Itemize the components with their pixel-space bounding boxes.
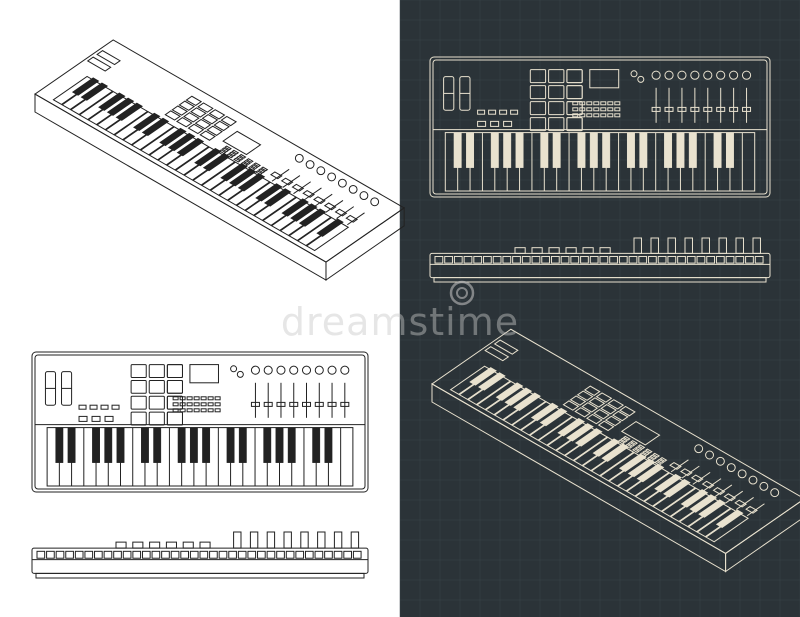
isometric-view-light [34, 39, 406, 281]
top-view-dark [429, 56, 771, 198]
watermark-logo [449, 280, 475, 306]
light-panel [0, 0, 400, 617]
dark-grid [399, 0, 800, 617]
front-view-light [31, 531, 369, 579]
isometric-view-dark [431, 328, 800, 573]
front-view-dark [429, 237, 771, 283]
top-view-light [31, 351, 369, 493]
